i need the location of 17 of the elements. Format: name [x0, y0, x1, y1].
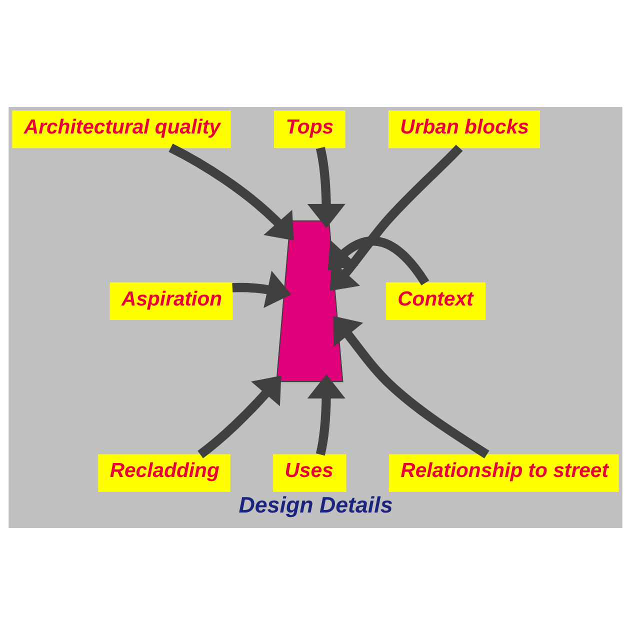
arrow: [330, 144, 463, 290]
arrow: [307, 374, 346, 455]
arrow: [333, 316, 490, 458]
node-box: Urban blocks: [388, 110, 540, 148]
node-box: Context: [386, 282, 486, 320]
arrow: [307, 146, 346, 228]
node-box: Aspiration: [110, 282, 233, 320]
node-box: Relationship to street: [388, 454, 619, 492]
node-trapezoid: [276, 220, 344, 382]
arrow: [168, 143, 294, 240]
arrow: [328, 236, 430, 285]
node-box: Tops: [274, 110, 346, 148]
arrow: [198, 375, 282, 458]
node-box: Recladding: [98, 454, 230, 492]
node-box: Uses: [273, 454, 346, 492]
node-box: Architectural quality: [12, 110, 231, 148]
diagram-title: Design Details: [238, 492, 393, 517]
